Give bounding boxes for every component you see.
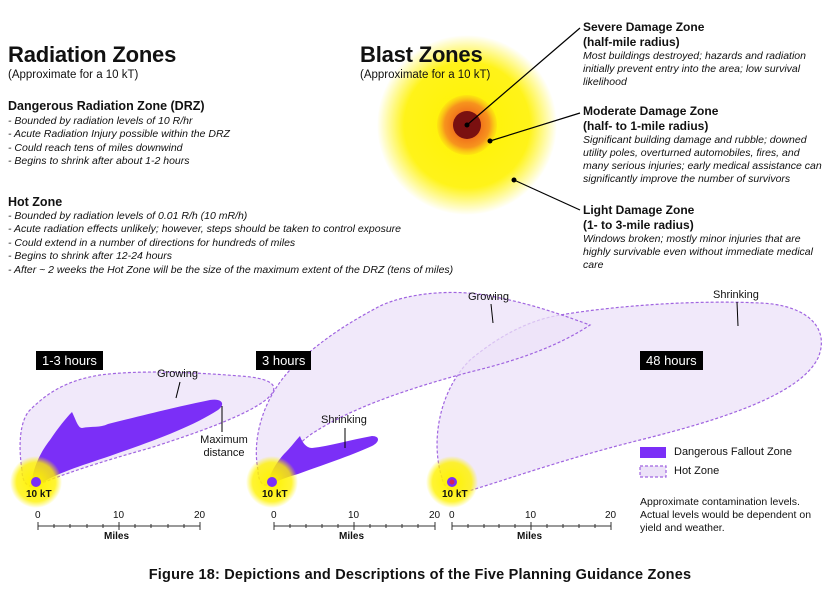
hot-bullet: Acute radiation effects unlikely; howeve…	[8, 223, 478, 236]
light-radius: (1- to 3-mile radius)	[583, 218, 694, 232]
moderate-leader-line	[489, 112, 581, 142]
legend-hot-label: Hot Zone	[674, 465, 720, 477]
source-label-3: 10 kT	[442, 489, 468, 500]
legend-note: Approximate contamination levels. Actual…	[640, 496, 812, 534]
growing2-leader	[490, 303, 494, 324]
source-dot-1	[31, 477, 41, 487]
shrinking2-leader	[736, 301, 739, 327]
severe-desc: Most buildings destroyed; hazards and ra…	[583, 50, 806, 88]
radiation-subtitle: (Approximate for a 10 kT)	[8, 69, 139, 81]
growing-label-2: Growing	[468, 291, 509, 303]
drz-bullet: Acute Radiation Injury possible within t…	[8, 128, 348, 141]
source-label-1: 10 kT	[26, 489, 52, 500]
light-desc: Windows broken; mostly minor injuries th…	[583, 233, 813, 271]
growing-label-1: Growing	[157, 368, 198, 380]
hot-bullet: Begins to shrink after 12-24 hours	[8, 250, 478, 263]
moderate-zone-text: Moderate Damage Zone (half- to 1-mile ra…	[583, 104, 828, 186]
growing1-leader	[175, 381, 181, 399]
severe-leader-line	[466, 27, 581, 126]
blast-zones-graphic	[377, 27, 581, 215]
scale3-tick-0: 0	[449, 510, 455, 521]
hot-bullet: After ~ 2 weeks the Hot Zone will be the…	[8, 264, 478, 277]
scale2-tick-0: 0	[271, 510, 277, 521]
scale1-tick-10: 10	[113, 510, 125, 521]
radiation-title: Radiation Zones	[8, 42, 177, 67]
maximum-distance-label: Maximum distance	[200, 434, 248, 459]
time-label-3: 48 hours	[640, 351, 703, 370]
drz-heading: Dangerous Radiation Zone (DRZ)	[8, 99, 205, 113]
severe-leader-dot	[464, 122, 470, 128]
hot-heading: Hot Zone	[8, 195, 63, 209]
severe-title: Severe Damage Zone	[583, 20, 705, 34]
shrinking-label-1: Shrinking	[321, 414, 367, 426]
blast-subtitle: (Approximate for a 10 kT)	[360, 69, 491, 81]
light-leader-dot	[511, 177, 517, 183]
legend-hot-swatch	[639, 465, 667, 478]
scale1-tick-0: 0	[35, 510, 41, 521]
scale2-tick-20: 20	[429, 510, 441, 521]
hot-bullet: Could extend in a number of directions f…	[8, 237, 478, 250]
drz-1-3h	[32, 399, 223, 484]
moderate-leader-dot	[487, 138, 493, 144]
time-label-1: 1-3 hours	[36, 351, 103, 370]
legend-drz-swatch	[640, 447, 666, 458]
light-title: Light Damage Zone	[583, 203, 695, 217]
shrinking-label-2: Shrinking	[713, 289, 759, 301]
figure-caption: Figure 18: Depictions and Descriptions o…	[148, 567, 692, 583]
source-dot-2	[267, 477, 277, 487]
legend-drz-label: Dangerous Fallout Zone	[674, 446, 793, 458]
scale3-unit: Miles	[517, 531, 543, 542]
scale3-tick-10: 10	[525, 510, 537, 521]
drz-bullet: Bounded by radiation levels of 10 R/hr	[8, 115, 348, 128]
source-core-3	[449, 479, 455, 485]
scale3-tick-20: 20	[605, 510, 617, 521]
light-leader-line	[513, 179, 581, 211]
drz-bullets: Bounded by radiation levels of 10 R/hr A…	[8, 115, 348, 169]
drz-bullet: Begins to shrink after about 1-2 hours	[8, 155, 348, 168]
scale-2	[273, 522, 436, 530]
time-label-2: 3 hours	[256, 351, 312, 370]
light-zone-text: Light Damage Zone (1- to 3-mile radius) …	[583, 203, 828, 272]
moderate-desc: Significant building damage and rubble; …	[583, 134, 822, 185]
scale-3	[451, 522, 612, 530]
source-label-2: 10 kT	[262, 489, 288, 500]
hot-bullets: Bounded by radiation levels of 0.01 R/h …	[8, 210, 478, 277]
severe-zone-text: Severe Damage Zone (half-mile radius) Mo…	[583, 20, 828, 89]
severe-radius: (half-mile radius)	[583, 35, 680, 49]
moderate-radius: (half- to 1-mile radius)	[583, 119, 709, 133]
hot-bullet: Bounded by radiation levels of 0.01 R/h …	[8, 210, 478, 223]
scale2-tick-10: 10	[348, 510, 360, 521]
scale-1	[37, 522, 201, 530]
scale1-tick-20: 20	[194, 510, 206, 521]
blast-title: Blast Zones	[360, 42, 483, 67]
scale1-unit: Miles	[104, 531, 130, 542]
scale2-unit: Miles	[339, 531, 365, 542]
drz-bullet: Could reach tens of miles downwind	[8, 142, 348, 155]
moderate-title: Moderate Damage Zone	[583, 104, 719, 118]
